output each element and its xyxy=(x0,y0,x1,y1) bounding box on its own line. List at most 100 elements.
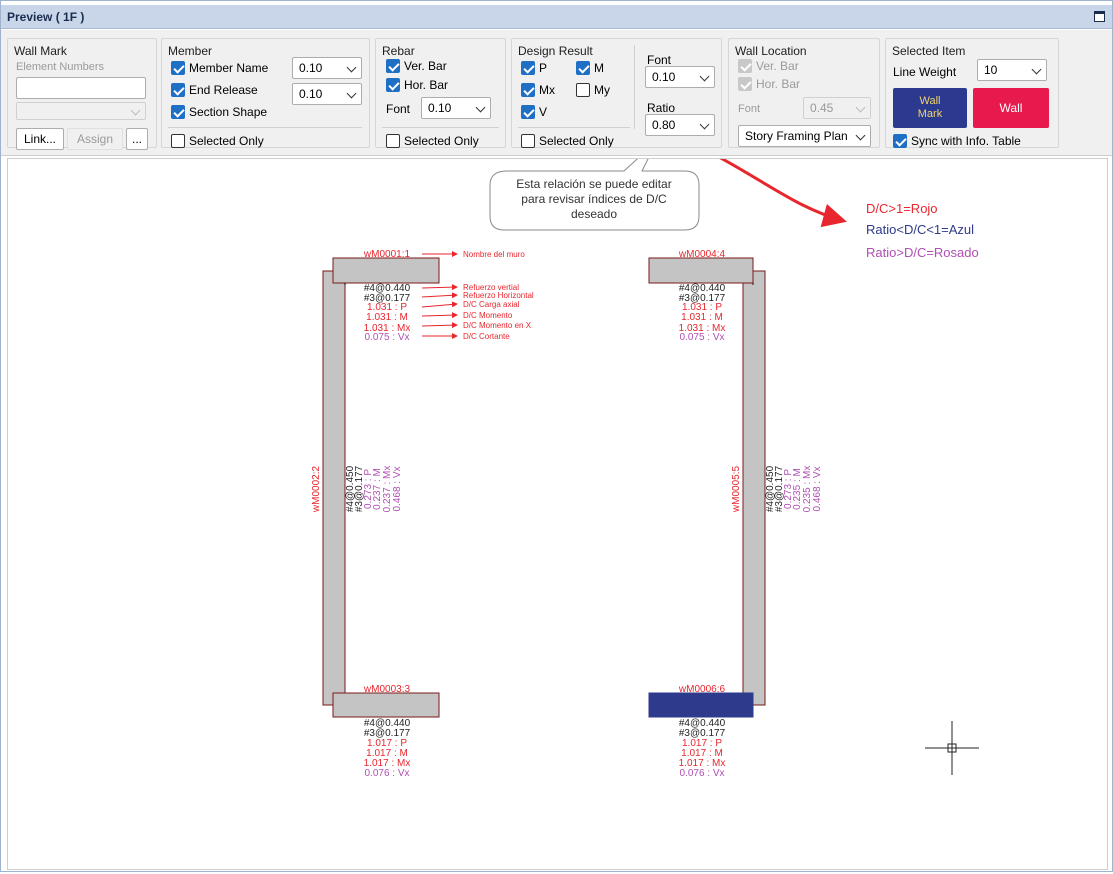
ratio-select[interactable]: 0.80 xyxy=(645,114,715,136)
window-title: Preview ( 1F ) xyxy=(7,10,85,24)
wall-mark-label: Wall Mark xyxy=(14,44,67,58)
annotation-hor: Refuerzo Horizontal xyxy=(463,291,534,300)
mx-checkbox[interactable]: Mx xyxy=(521,83,555,97)
annotation-name: Nombre del muro xyxy=(463,250,525,259)
dc-mx-label: 1.031 : Mx xyxy=(679,323,726,334)
more-button[interactable]: ... xyxy=(126,128,148,150)
wall-right[interactable] xyxy=(742,270,766,706)
rebar-hor-bar-checkbox[interactable]: Hor. Bar xyxy=(386,78,448,92)
wl-hor-bar-checkbox[interactable]: Hor. Bar xyxy=(738,77,800,91)
wall-color-button[interactable]: Wall xyxy=(973,88,1049,128)
dc-mx-label: 0.235 : Mx xyxy=(802,466,813,513)
my-checkbox[interactable]: My xyxy=(576,83,610,97)
checkbox-checked-icon xyxy=(521,61,535,75)
rebar-font-value: 0.10 xyxy=(428,101,452,115)
chevron-down-icon xyxy=(130,105,141,116)
big-red-arrow xyxy=(685,138,847,228)
rebar-ver-bar-label: Ver. Bar xyxy=(404,59,447,73)
rebar-font-select[interactable]: 0.10 xyxy=(421,97,491,119)
checkbox-checked-icon xyxy=(171,83,185,97)
hor-rebar-label: #3@0.177 xyxy=(354,465,365,512)
line-weight-label: Line Weight xyxy=(893,65,957,79)
node-point xyxy=(752,283,754,285)
dc-p-label: 0.273 : P xyxy=(783,469,794,509)
end-release-checkbox[interactable]: End Release xyxy=(171,83,258,97)
drawing-canvas[interactable]: wM0001:1 #4@0.440 #3@0.177 1.031 : P 1.0… xyxy=(7,138,1109,871)
member-name-font-select[interactable]: 0.10 xyxy=(292,57,362,79)
checkbox-checked-icon xyxy=(171,105,185,119)
checkbox-checked-icon xyxy=(893,134,907,148)
member-group: Member Member Name 0.10 End Release 0.10… xyxy=(161,38,370,148)
checkbox-checked-icon xyxy=(576,61,590,75)
dr-selected-only-label: Selected Only xyxy=(539,134,614,148)
dr-selected-only-checkbox[interactable]: Selected Only xyxy=(521,134,614,148)
wall-top-right[interactable] xyxy=(648,257,754,284)
line-weight-value: 10 xyxy=(984,63,998,77)
wall-name-label: wM0001:1 xyxy=(363,249,411,260)
dc-m-label: 1.031 : M xyxy=(681,312,723,323)
checkbox-icon xyxy=(576,83,590,97)
wall-bottom-right-selected[interactable] xyxy=(648,692,754,718)
dc-m-label: 1.017 : M xyxy=(681,748,723,759)
divider xyxy=(382,127,499,128)
assign-button[interactable]: Assign xyxy=(67,128,123,150)
wl-font-label: Font xyxy=(738,103,761,115)
dc-mx-label: 1.031 : Mx xyxy=(364,323,411,334)
annotation-axial: D/C Carga axial xyxy=(463,300,520,309)
divider xyxy=(634,45,635,129)
wall-bottom-left[interactable] xyxy=(332,692,440,718)
chevron-down-icon xyxy=(855,102,866,113)
hor-rebar-label: #3@0.177 xyxy=(364,293,411,304)
rebar-ver-bar-checkbox[interactable]: Ver. Bar xyxy=(386,59,447,73)
sync-label: Sync with Info. Table xyxy=(911,134,1021,148)
wall-mark-color-button[interactable]: Wall Mark xyxy=(893,88,967,128)
chevron-down-icon xyxy=(346,62,357,73)
annotation-arrows xyxy=(421,251,458,339)
dr-font-value: 0.10 xyxy=(652,70,676,84)
wl-font-select[interactable]: 0.45 xyxy=(803,97,871,119)
wl-ver-bar-checkbox[interactable]: Ver. Bar xyxy=(738,59,799,73)
hor-rebar-label: #3@0.177 xyxy=(364,728,411,739)
chevron-down-icon xyxy=(346,88,357,99)
member-name-checkbox[interactable]: Member Name xyxy=(171,61,268,75)
ratio-value: 0.80 xyxy=(652,118,676,132)
section-shape-checkbox[interactable]: Section Shape xyxy=(171,105,267,119)
dc-vx-label: 0.468 : Vx xyxy=(812,466,823,511)
wall-top-left[interactable] xyxy=(332,257,440,284)
member-name-font-value: 0.10 xyxy=(299,61,323,75)
end-release-font-select[interactable]: 0.10 xyxy=(292,83,362,105)
checkbox-checked-icon xyxy=(521,83,535,97)
wall-mark-select[interactable] xyxy=(16,102,146,120)
wall-left[interactable] xyxy=(322,270,346,706)
chevron-down-icon xyxy=(475,102,486,113)
annotation-moment: D/C Momento xyxy=(463,311,513,320)
hor-rebar-label: #3@0.177 xyxy=(774,465,785,512)
design-result-group: Design Result P M Mx My V Font 0.10 Rati… xyxy=(511,38,722,148)
wl-font-value: 0.45 xyxy=(810,101,834,115)
link-button[interactable]: Link... xyxy=(16,128,64,150)
element-numbers-placeholder: Element Numbers xyxy=(16,61,105,73)
member-selected-only-checkbox[interactable]: Selected Only xyxy=(171,134,264,148)
maximize-icon[interactable] xyxy=(1094,11,1105,22)
dc-vx-label: 0.076 : Vx xyxy=(364,768,409,779)
p-label: P xyxy=(539,61,548,75)
rebar-selected-only-checkbox[interactable]: Selected Only xyxy=(386,134,479,148)
ver-rebar-label: #4@0.440 xyxy=(364,718,411,729)
m-checkbox[interactable]: M xyxy=(576,61,604,75)
plan-drawing[interactable]: wM0001:1 #4@0.440 #3@0.177 1.031 : P 1.0… xyxy=(8,138,1109,871)
element-numbers-input[interactable] xyxy=(16,77,146,99)
legend-pink: Ratio>D/C=Rosado xyxy=(866,245,979,260)
dc-p-label: 1.017 : P xyxy=(682,738,722,749)
checkbox-checked-icon xyxy=(171,61,185,75)
plan-select[interactable]: Story Framing Plan xyxy=(738,125,871,147)
ver-rebar-label: #4@0.440 xyxy=(364,283,411,294)
line-weight-select[interactable]: 10 xyxy=(977,59,1047,81)
p-checkbox[interactable]: P xyxy=(521,61,547,75)
section-shape-label: Section Shape xyxy=(189,105,268,119)
wall-mark-group: Wall Mark Element Numbers Link... Assign… xyxy=(7,38,157,150)
dr-font-select[interactable]: 0.10 xyxy=(645,66,715,88)
legend-blue: Ratio<D/C<1=Azul xyxy=(866,222,974,237)
v-checkbox[interactable]: V xyxy=(521,105,547,119)
end-release-font-value: 0.10 xyxy=(299,87,323,101)
sync-checkbox[interactable]: Sync with Info. Table xyxy=(893,134,1021,148)
